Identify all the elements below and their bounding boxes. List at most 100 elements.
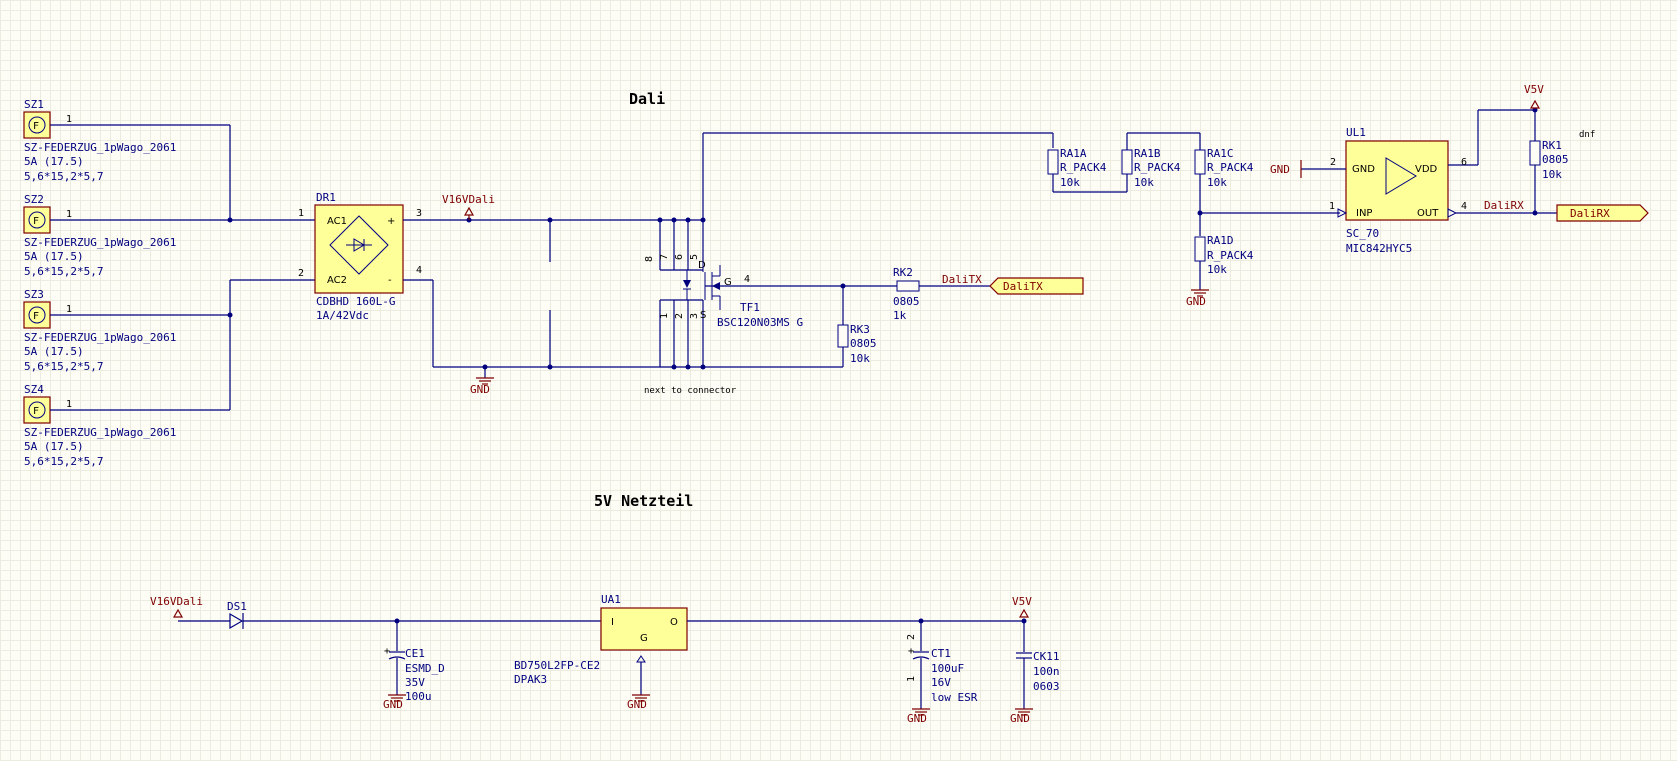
- rk2-designator: RK2: [893, 266, 913, 279]
- v16vdali-power-port-bottom: V16VDali: [150, 595, 203, 618]
- ct1-pinnum-2: 2: [906, 634, 917, 640]
- tf1-pinnum-5: 5: [689, 254, 700, 260]
- ra1c-value: 10k: [1207, 176, 1227, 189]
- ck11-value: 100n: [1033, 665, 1060, 678]
- v5v-power-port-bottom: V5V: [1012, 595, 1032, 618]
- ct1-value: 100uF: [931, 662, 964, 675]
- ct1-capacitor[interactable]: + 2 1 CT1 100uF 16V low ESR: [906, 621, 978, 709]
- ul1-pin-vdd: VDD: [1415, 164, 1438, 175]
- gnd-label-ct1: GND: [907, 712, 927, 725]
- sz2-pin: 1: [66, 209, 72, 220]
- ul1-comparator[interactable]: GND VDD INP OUT 2 1 6 4 UL1 SC_70 MIC842…: [1301, 126, 1557, 255]
- gnd-symbol-ck11: GND: [1010, 708, 1033, 725]
- sz3-designator: SZ3: [24, 288, 44, 301]
- rk1-resistor[interactable]: RK1 0805 10k: [1529, 110, 1569, 216]
- dr1-pinnum-3: 3: [416, 208, 422, 219]
- ce1-package: ESMD_D: [405, 662, 445, 675]
- ra1a-resistor[interactable]: RA1A R_PACK4 10k: [1047, 147, 1127, 193]
- dr1-pin-plus: +: [387, 216, 395, 227]
- ce1-value: 100u: [405, 690, 432, 703]
- ce1-capacitor[interactable]: + CE1 ESMD_D 35V 100u: [384, 621, 445, 703]
- ce1-voltage: 35V: [405, 676, 425, 689]
- tf1-pinnum-3: 3: [689, 313, 700, 319]
- sz3-rating: 5A (17.5): [24, 345, 84, 358]
- tf1-pinnum-8: 8: [644, 256, 655, 262]
- dalitx-port-label: DaliTX: [1003, 280, 1043, 293]
- v16vdali-label-top: V16VDali: [442, 193, 495, 206]
- gnd-symbol-ra1d: GND: [1186, 289, 1209, 308]
- ce1-designator: CE1: [405, 647, 425, 660]
- dr1-pinnum-2: 2: [298, 268, 304, 279]
- gnd-symbol-ul1: GND: [1270, 160, 1302, 178]
- dalirx-port[interactable]: DaliRX: [1556, 204, 1649, 222]
- rk3-package: 0805: [850, 337, 877, 350]
- ra1b-resistor[interactable]: RA1B R_PACK4 10k: [1121, 132, 1200, 192]
- sz2-terminal[interactable]: F SZ2 1 SZ-FEDERZUG_1pWago_2061 5A (17.5…: [23, 193, 315, 278]
- gnd-label-ua1: GND: [627, 698, 647, 711]
- ck11-capacitor[interactable]: CK11 100n 0603: [1016, 621, 1060, 709]
- ck11-designator: CK11: [1033, 650, 1060, 663]
- rk2-resistor[interactable]: RK2 0805 1k: [840, 266, 991, 322]
- dr1-pin-ac1: AC1: [327, 216, 347, 227]
- rk2-value: 1k: [893, 309, 907, 322]
- ds1-diode[interactable]: DS1: [227, 600, 247, 630]
- ra1d-resistor[interactable]: RA1D R_PACK4 10k: [1194, 234, 1254, 290]
- sz1-terminal[interactable]: F SZ1 1 SZ-FEDERZUG_1pWago_2061 5A (17.5…: [23, 98, 230, 183]
- dr1-rectifier[interactable]: AC1 AC2 + - 1 2 3 4 DR1 CDBHD 160L-G 1A/…: [298, 191, 422, 322]
- rk2-package: 0805: [893, 295, 920, 308]
- ct1-plus: +: [908, 646, 914, 657]
- ra1b-package: R_PACK4: [1134, 161, 1181, 174]
- dr1-comment: CDBHD 160L-G: [316, 295, 395, 308]
- gnd-label-dr1: GND: [470, 383, 490, 396]
- tf1-pinnum-2: 2: [674, 313, 685, 319]
- tf1-pin-g: G: [724, 277, 732, 288]
- ul1-pinnum-1: 1: [1329, 201, 1335, 212]
- gnd-label-ck11: GND: [1010, 712, 1030, 725]
- ra1c-designator: RA1C: [1207, 147, 1234, 160]
- ul1-pin-gnd: GND: [1352, 164, 1375, 175]
- ul1-pinnum-6: 6: [1461, 157, 1467, 168]
- ce1-plus: +: [384, 646, 390, 657]
- dr1-rating: 1A/42Vdc: [316, 309, 369, 322]
- ck11-package: 0603: [1033, 680, 1060, 693]
- ua1-regulator[interactable]: I O G UA1 BD750L2FP-CE2 DPAK3: [514, 593, 688, 695]
- dr1-pinnum-4: 4: [416, 265, 422, 276]
- ra1c-resistor[interactable]: RA1C R_PACK4 10k: [1194, 133, 1254, 236]
- sz4-terminal[interactable]: F SZ4 1 SZ-FEDERZUG_1pWago_2061 5A (17.5…: [23, 383, 230, 468]
- sz4-pin: 1: [66, 399, 72, 410]
- dalitx-port[interactable]: DaliTX: [989, 277, 1084, 295]
- sz-bus-wires: [227, 125, 315, 410]
- gnd-symbol-ct1: GND: [907, 708, 930, 725]
- tf1-pinnum-7: 7: [659, 254, 670, 260]
- v16vdali-label-bottom: V16VDali: [150, 595, 203, 608]
- sz1-comment: SZ-FEDERZUG_1pWago_2061: [24, 141, 176, 154]
- rk1-designator: RK1: [1542, 139, 1562, 152]
- dalirx-net-label: DaliRX: [1484, 199, 1524, 212]
- rk3-resistor[interactable]: RK3 0805 10k: [837, 286, 877, 367]
- ul1-designator: UL1: [1346, 126, 1366, 139]
- title-dali: Dali: [629, 90, 665, 108]
- sz3-glyph: F: [33, 311, 39, 322]
- sz1-rating: 5A (17.5): [24, 155, 84, 168]
- sz3-comment: SZ-FEDERZUG_1pWago_2061: [24, 331, 176, 344]
- sz1-pin: 1: [66, 114, 72, 125]
- ul1-pin-inp: INP: [1356, 208, 1372, 219]
- tf1-mosfet[interactable]: D G 4 S 8 7 6 5 1 2 3: [644, 217, 843, 370]
- sz2-rating: 5A (17.5): [24, 250, 84, 263]
- rk3-value: 10k: [850, 352, 870, 365]
- ds1-designator: DS1: [227, 600, 247, 613]
- ra1d-package: R_PACK4: [1207, 249, 1254, 262]
- dr1-designator: DR1: [316, 191, 336, 204]
- sz2-comment: SZ-FEDERZUG_1pWago_2061: [24, 236, 176, 249]
- ct1-designator: CT1: [931, 647, 951, 660]
- ul1-package: SC_70: [1346, 227, 1379, 240]
- tf1-pin-d: D: [698, 260, 706, 271]
- dali-main-wires: [403, 132, 1054, 378]
- rk3-designator: RK3: [850, 323, 870, 336]
- tf1-designator: TF1: [740, 301, 760, 314]
- tf1-pinnum-6: 6: [674, 254, 685, 260]
- sz3-terminal[interactable]: F SZ3 1 SZ-FEDERZUG_1pWago_2061 5A (17.5…: [23, 288, 230, 373]
- sz4-glyph: F: [33, 406, 39, 417]
